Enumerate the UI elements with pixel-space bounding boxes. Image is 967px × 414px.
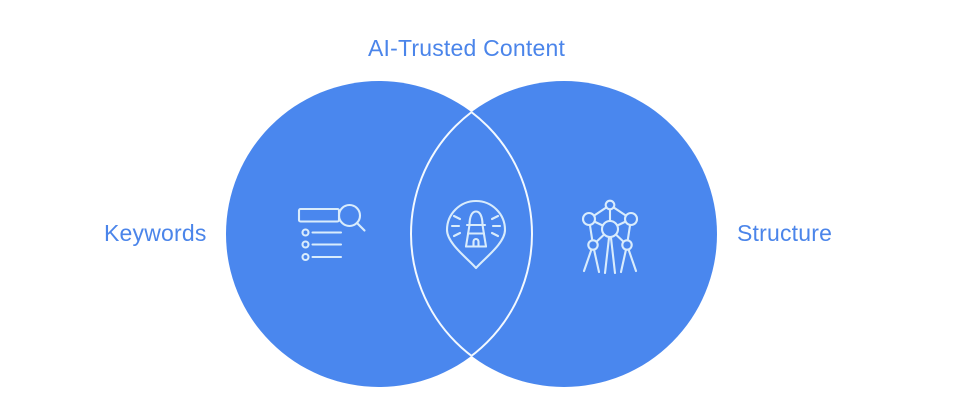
diagram-title: AI-Trusted Content — [368, 35, 566, 61]
network-structure-icon — [581, 199, 639, 275]
right-circle — [411, 81, 717, 387]
overlap-arcs — [410, 81, 533, 387]
right-circle-label: Structure — [737, 220, 833, 246]
venn-icons — [297, 199, 639, 275]
lighthouse-pin-icon — [445, 200, 507, 270]
network-nodes — [581, 199, 639, 251]
left-circle-label: Keywords — [104, 220, 207, 246]
list-search-icon — [297, 203, 366, 262]
venn-circles — [226, 81, 717, 387]
